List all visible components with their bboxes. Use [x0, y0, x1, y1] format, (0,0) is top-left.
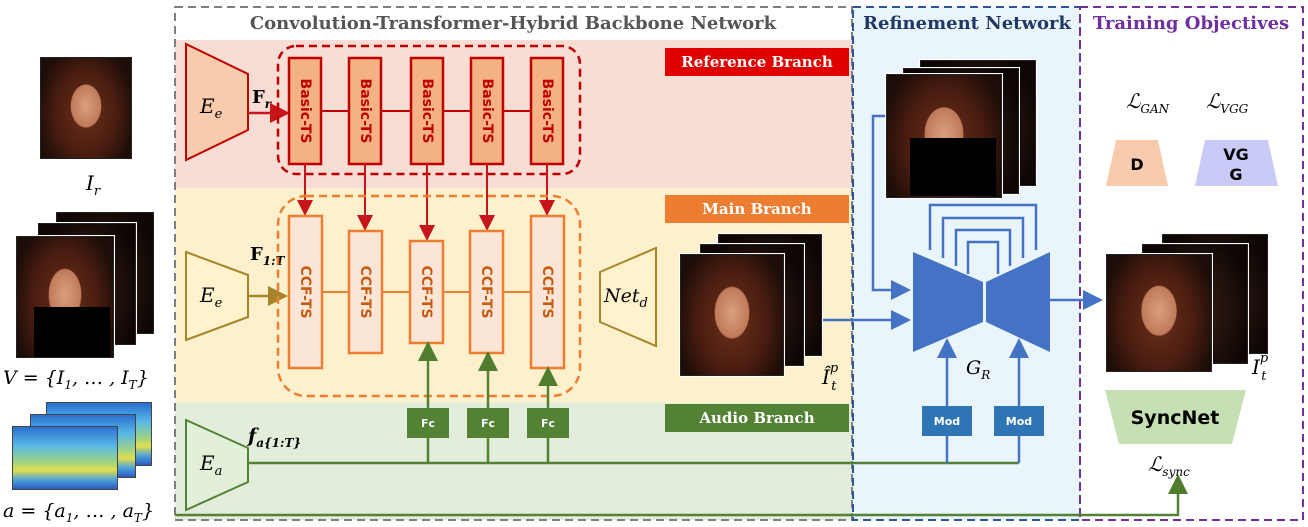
- training-title: Training Objectives: [1093, 13, 1289, 34]
- reference-branch-label: Reference Branch: [681, 53, 833, 71]
- vgg-box: [1195, 140, 1278, 186]
- basic-ts-block: Basic-TS: [529, 56, 565, 166]
- vgg-box-label-1: VG: [1223, 145, 1249, 164]
- basic-ts-block: Basic-TS: [287, 56, 323, 166]
- basic-ts-block: Basic-TS: [469, 56, 505, 166]
- ccf-ts-block: CCF-TS: [529, 214, 566, 370]
- mod-box: Mod: [922, 406, 972, 436]
- svg-text:Mod: Mod: [934, 415, 960, 428]
- backbone-section-border: [174, 6, 853, 521]
- training-section-border: [1079, 6, 1304, 521]
- svg-text:Basic-TS: Basic-TS: [419, 79, 435, 144]
- ccf-ts-block: CCF-TS: [287, 214, 324, 370]
- svg-text:Basic-TS: Basic-TS: [539, 79, 555, 144]
- svg-text:CCF-TS: CCF-TS: [418, 265, 434, 318]
- discriminator-box: [1106, 140, 1168, 186]
- basic-ts-block: Basic-TS: [347, 56, 383, 166]
- reference-image-label: Ir: [85, 171, 101, 199]
- audio-feature-label: fa{1:T}: [246, 425, 301, 450]
- audio-encoder-label: Ea: [199, 451, 222, 479]
- main-encoder-label: Ee: [199, 283, 223, 311]
- reference-ts-group: [276, 44, 582, 176]
- fc-box: Fc: [527, 408, 569, 438]
- refine-input-mouth-mask: [910, 138, 996, 196]
- reference-branch-label-bg: [665, 48, 849, 76]
- main-decoder: [599, 246, 657, 348]
- fc-boxes: Fc Fc Fc: [407, 408, 569, 438]
- audio-input-label: a = {a1, … , aT}: [3, 500, 154, 525]
- fc-box: Fc: [407, 408, 449, 438]
- svg-text:Fc: Fc: [421, 417, 435, 430]
- audio-branch-label: Audio Branch: [698, 409, 814, 427]
- final-output-frame-front: [1106, 254, 1212, 372]
- svg-text:Fc: Fc: [541, 417, 555, 430]
- coarse-output-frame-front: [680, 254, 784, 376]
- backbone-title: Convolution-Transformer-Hybrid Backbone …: [250, 13, 777, 34]
- main-feature-label: F1:T: [250, 244, 286, 268]
- svg-text:Basic-TS: Basic-TS: [297, 79, 313, 144]
- refinement-generator: [913, 252, 983, 352]
- vgg-box-label-2: G: [1229, 165, 1242, 184]
- vgg-loss-label: ℒVGG: [1206, 89, 1249, 116]
- ccf-ts-blocks: CCF-TS CCF-TS CCF-TS CCF-TS CCF-TS: [287, 214, 566, 370]
- refinement-title: Refinement Network: [863, 13, 1071, 34]
- ccf-ts-block: CCF-TS: [468, 229, 505, 355]
- basic-ts-block: Basic-TS: [409, 56, 445, 166]
- audio-spectrogram-front: [12, 426, 118, 490]
- main-decoder-label: Netd: [603, 285, 648, 311]
- reference-encoder-label: Ee: [199, 94, 223, 122]
- audio-branch-label-bg: [665, 404, 849, 432]
- svg-text:Mod: Mod: [1006, 415, 1032, 428]
- svg-text:Basic-TS: Basic-TS: [479, 79, 495, 144]
- svg-text:CCF-TS: CCF-TS: [539, 265, 555, 318]
- video-mouth-mask: [34, 307, 110, 357]
- syncnet-label: SyncNet: [1131, 407, 1220, 429]
- reference-feature-label: Fr: [252, 87, 273, 111]
- refinement-skip-connections: [928, 203, 1038, 274]
- main-encoder: [185, 250, 249, 342]
- audio-encoder: [185, 418, 249, 512]
- refinement-generator-decoder: [986, 252, 1050, 352]
- main-branch-label-bg: [665, 195, 849, 223]
- reference-encoder: [185, 42, 249, 162]
- svg-text:CCF-TS: CCF-TS: [478, 265, 494, 318]
- syncnet-box: [1105, 390, 1246, 444]
- reference-image: [40, 57, 132, 159]
- ccf-ts-block: CCF-TS: [347, 229, 384, 355]
- sync-loss-label: ℒsync: [1148, 452, 1190, 479]
- ccf-ts-block: CCF-TS: [408, 239, 445, 345]
- refinement-generator-label: GR: [966, 357, 990, 382]
- discriminator-label: D: [1130, 155, 1143, 174]
- video-label: V = {I1, … , IT}: [3, 367, 149, 392]
- svg-text:CCF-TS: CCF-TS: [357, 265, 373, 318]
- main-branch-label: Main Branch: [702, 200, 811, 218]
- svg-text:Fc: Fc: [481, 417, 495, 430]
- svg-text:Basic-TS: Basic-TS: [357, 79, 373, 144]
- gan-loss-label: ℒGAN: [1126, 89, 1170, 116]
- mod-box: Mod: [994, 406, 1044, 436]
- fc-box: Fc: [467, 408, 509, 438]
- svg-text:CCF-TS: CCF-TS: [297, 265, 313, 318]
